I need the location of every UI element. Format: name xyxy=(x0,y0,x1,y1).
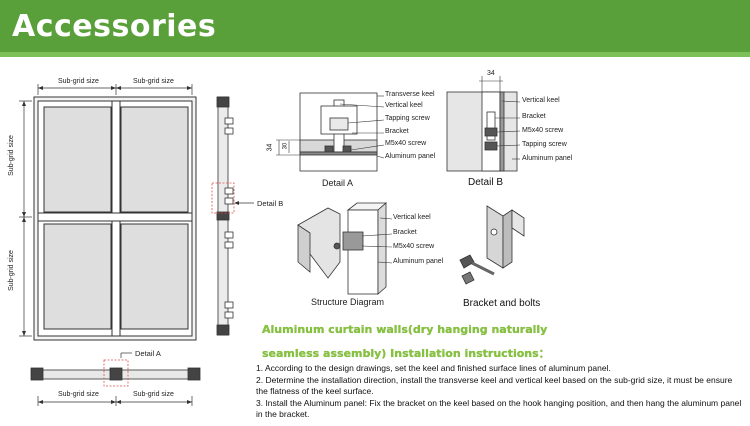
structure-label-vertical-keel: Vertical keel xyxy=(393,214,431,221)
structure-label-m5x40-screw: M5x40 screw xyxy=(393,243,435,250)
front-elevation xyxy=(33,96,197,341)
banner-stripe xyxy=(0,52,750,57)
detail-b-label-vertical-keel: Vertical keel xyxy=(522,97,560,104)
detail-b-label-m5x40-screw: M5x40 screw xyxy=(522,127,564,134)
structure-drawing xyxy=(297,202,388,295)
sub-grid-top-right-label: Sub-grid size xyxy=(133,78,174,85)
bracket-bolts-caption: Bracket and bolts xyxy=(463,298,541,309)
detail-a-marker xyxy=(103,359,129,387)
detail-a-label-vertical-keel: Vertical keel xyxy=(385,102,423,109)
bracket-and-bolts-drawing xyxy=(459,205,525,285)
installation-steps: 1. According to the design drawings, set… xyxy=(256,363,744,421)
banner-title: Accessories xyxy=(12,9,217,44)
structure-caption: Structure Diagram xyxy=(311,297,385,307)
detail-b-drawing xyxy=(446,91,518,172)
detail-b-label-bracket: Bracket xyxy=(522,113,546,120)
detail-a-label-m5x40-screw: M5x40 screw xyxy=(385,140,427,147)
detail-b-pointer-label: Detail B xyxy=(257,199,284,208)
detail-b-marker xyxy=(211,182,235,214)
structure-label-aluminum-panel: Aluminum panel xyxy=(393,258,444,265)
detail-a-label-transverse-keel: Transverse keel xyxy=(385,91,435,98)
detail-b-dim-top: 34 xyxy=(487,70,495,77)
detail-b-label-tapping-screw: Tapping screw xyxy=(522,141,567,148)
section-heading-line1: Aluminum curtain walls(dry hanging natur… xyxy=(262,323,548,336)
detail-a-label-bracket: Bracket xyxy=(385,128,409,135)
sub-grid-left-upper-label: Sub-grid size xyxy=(7,135,15,176)
detail-b-label-aluminum-panel: Aluminum panel xyxy=(522,155,573,162)
detail-a-pointer-label: Detail A xyxy=(135,349,161,358)
sub-grid-bottom-right-label: Sub-grid size xyxy=(133,391,174,398)
sub-grid-left-lower-label: Sub-grid size xyxy=(7,250,15,291)
detail-b-caption: Detail B xyxy=(468,177,504,188)
step-3: 3. Install the Aluminum panel: Fix the b… xyxy=(256,397,742,420)
detail-a-drawing xyxy=(299,92,378,172)
detail-a-caption: Detail A xyxy=(322,178,354,188)
section-heading-line2: seamless assembly) Installation instruct… xyxy=(262,347,550,360)
step-2: 2. Determine the installation direction,… xyxy=(256,374,733,397)
plan-section xyxy=(30,367,201,381)
sub-grid-bottom-left-label: Sub-grid size xyxy=(58,391,99,398)
detail-a-label-aluminum-panel: Aluminum panel xyxy=(385,153,436,160)
detail-a-label-tapping-screw: Tapping screw xyxy=(385,115,430,122)
banner xyxy=(0,0,750,52)
sub-grid-top-left-label: Sub-grid size xyxy=(58,78,99,85)
side-section xyxy=(216,96,234,336)
detail-a-dim-inner: 30 xyxy=(282,142,289,150)
structure-label-bracket: Bracket xyxy=(393,229,417,236)
detail-a-dim-outer: 34 xyxy=(266,143,274,152)
step-1: 1. According to the design drawings, set… xyxy=(256,363,611,373)
